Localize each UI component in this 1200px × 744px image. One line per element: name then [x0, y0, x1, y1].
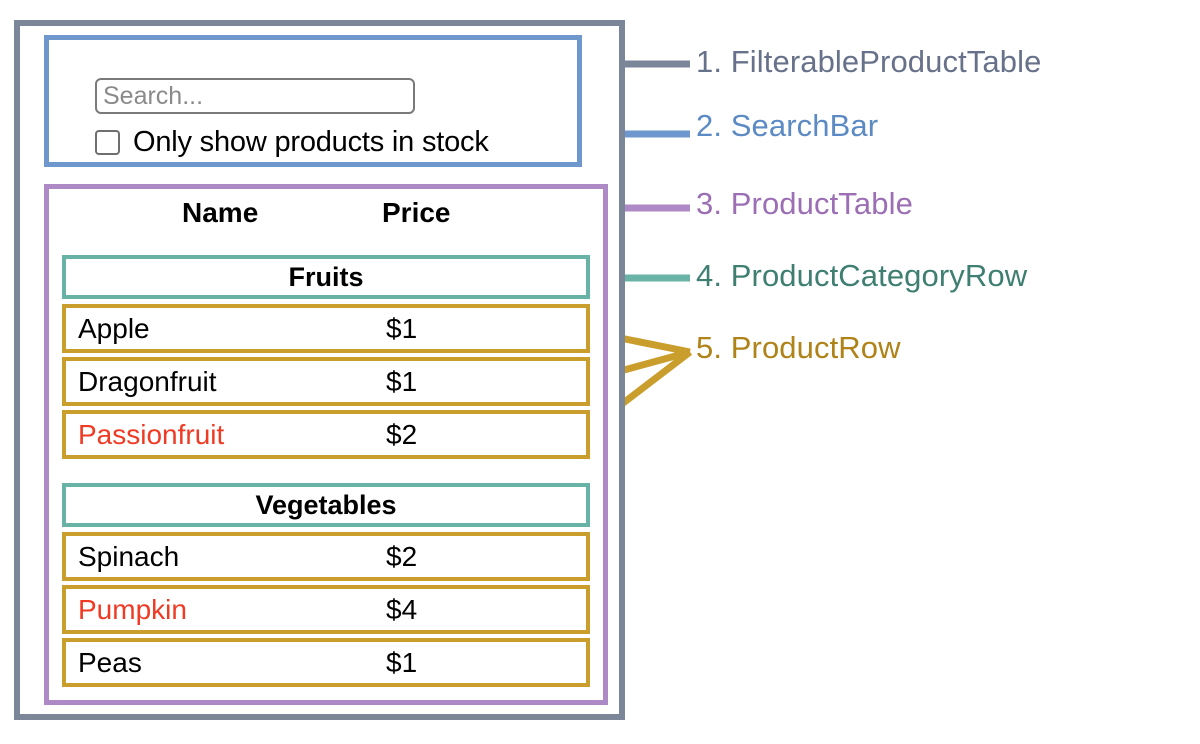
product-row[interactable]: Apple $1: [62, 304, 590, 353]
group-spacer: [62, 463, 590, 483]
legend: 1. FilterableProductTable 2. SearchBar 3…: [696, 0, 1196, 744]
product-name: Spinach: [78, 540, 180, 572]
product-category-label: Vegetables: [255, 489, 397, 520]
column-header-price: Price: [382, 197, 451, 228]
product-category-label: Fruits: [288, 261, 364, 292]
in-stock-filter-row[interactable]: Only show products in stock: [95, 126, 489, 159]
product-price: $4: [386, 593, 418, 625]
search-bar-container: Only show products in stock: [44, 35, 582, 167]
in-stock-checkbox[interactable]: [95, 130, 120, 155]
product-name: Peas: [78, 646, 142, 678]
product-price: $2: [386, 418, 418, 450]
search-input[interactable]: [95, 78, 415, 114]
product-category-row: Vegetables: [62, 483, 590, 527]
product-name: Apple: [78, 312, 150, 344]
legend-item-filterableproducttable: 1. FilterableProductTable: [696, 44, 1042, 79]
legend-item-producttable: 3. ProductTable: [696, 186, 913, 221]
product-table-container: Name Price Fruits Apple $1 Dragonfruit $…: [44, 184, 608, 705]
product-price: $1: [386, 365, 418, 397]
product-category-row: Fruits: [62, 255, 590, 299]
product-row[interactable]: Dragonfruit $1: [62, 357, 590, 406]
product-table-header: Name Price: [49, 197, 603, 241]
in-stock-checkbox-label: Only show products in stock: [133, 126, 489, 158]
legend-item-productrow: 5. ProductRow: [696, 330, 901, 365]
product-name: Pumpkin: [78, 593, 187, 625]
product-row[interactable]: Pumpkin $4: [62, 585, 590, 634]
product-price: $2: [386, 540, 418, 572]
product-table-rows: Fruits Apple $1 Dragonfruit $1 Passionfr…: [62, 255, 590, 691]
product-name: Dragonfruit: [78, 365, 217, 397]
product-price: $1: [386, 646, 418, 678]
column-header-name: Name: [182, 197, 259, 228]
product-row[interactable]: Spinach $2: [62, 532, 590, 581]
product-row[interactable]: Peas $1: [62, 638, 590, 687]
product-price: $1: [386, 312, 418, 344]
legend-item-productcategoryrow: 4. ProductCategoryRow: [696, 258, 1028, 293]
product-name: Passionfruit: [78, 418, 225, 450]
legend-item-searchbar: 2. SearchBar: [696, 108, 879, 143]
product-row[interactable]: Passionfruit $2: [62, 410, 590, 459]
